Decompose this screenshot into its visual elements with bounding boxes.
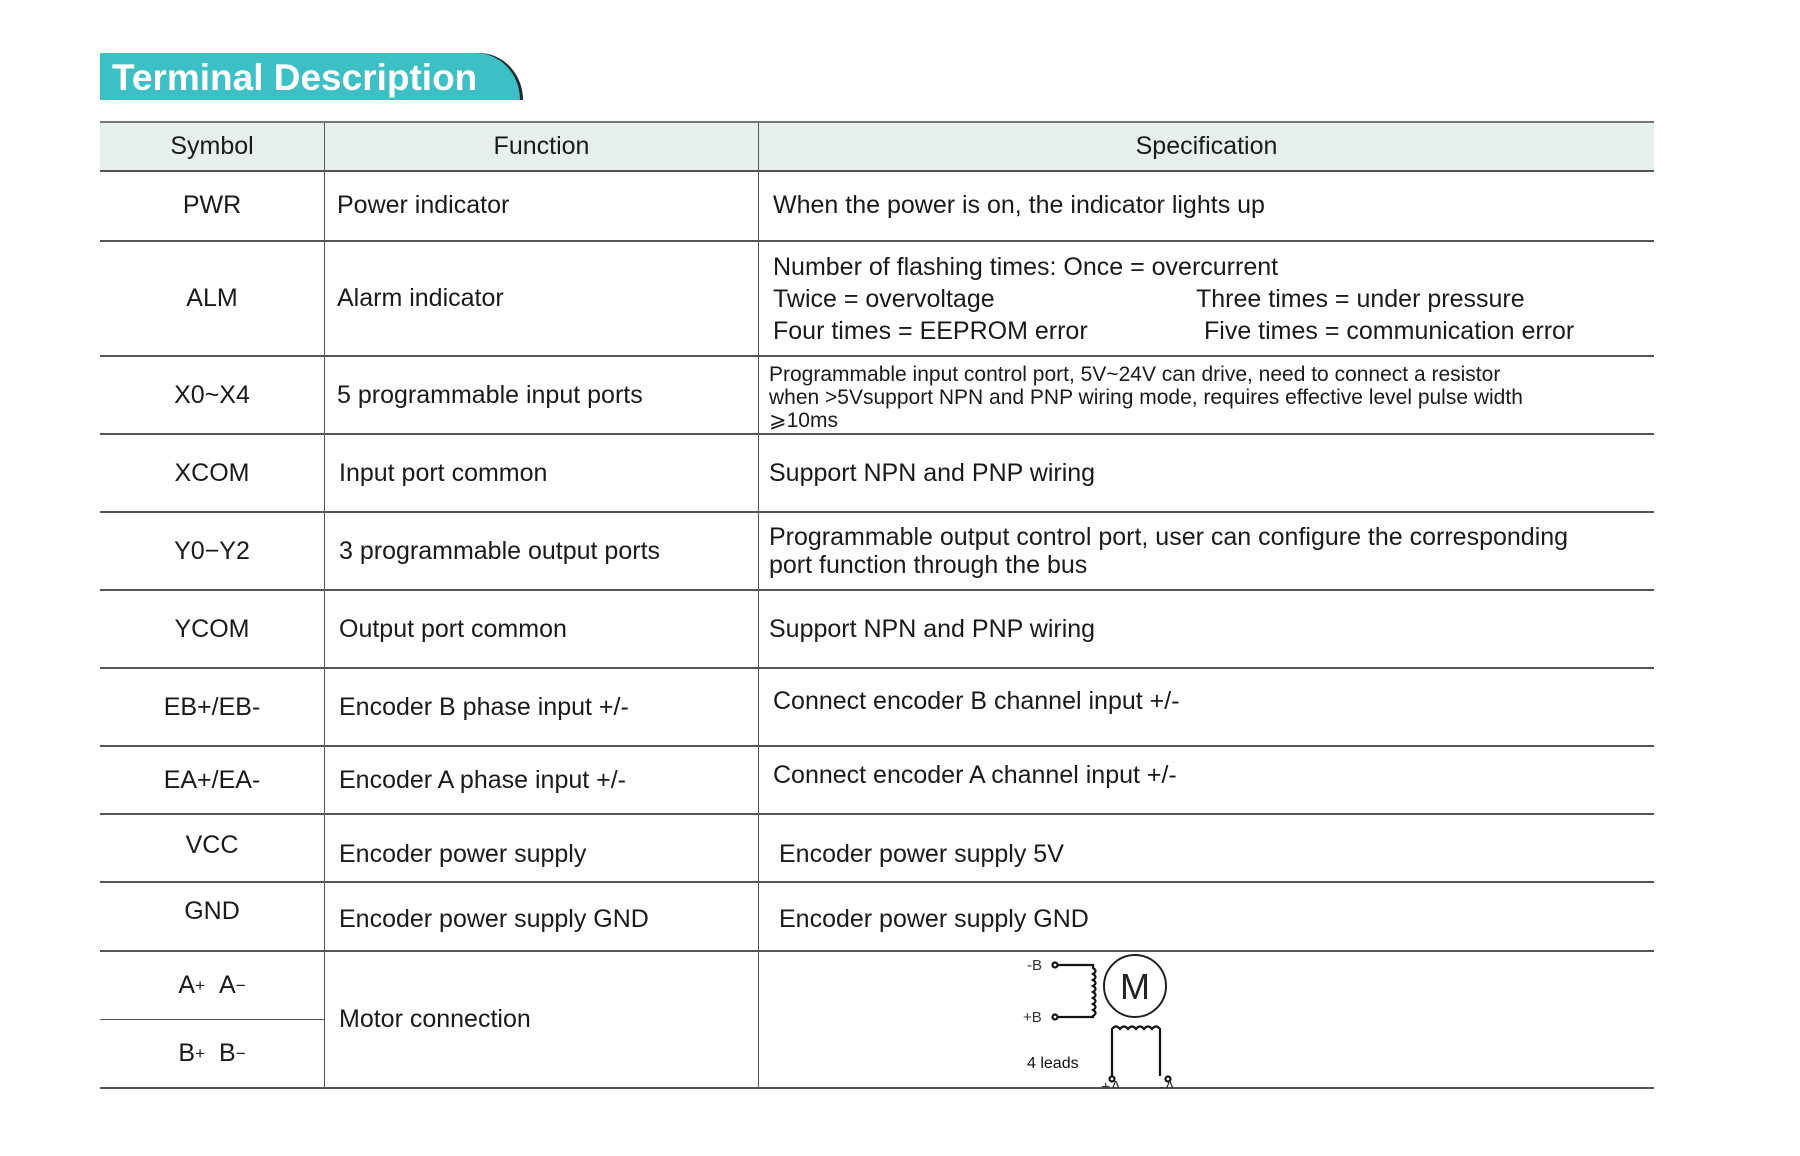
table-row: Y0−Y2 3 programmable output ports Progra… [100, 513, 1654, 591]
table-row: XCOM Input port common Support NPN and P… [100, 435, 1654, 513]
coil-a-icon [1108, 1025, 1172, 1083]
spec-line: ⩾10ms [769, 408, 838, 432]
header-function: Function [324, 123, 758, 170]
neg-b-label: -B [1027, 957, 1042, 974]
motor-icon [1103, 954, 1167, 1018]
symbol-text: B [178, 1039, 196, 1067]
motor-label: M [1120, 966, 1150, 1007]
symbol-sign: − [235, 1043, 246, 1063]
spec-cell: Connect encoder B channel input +/- [758, 669, 1654, 745]
table-row: ALM Alarm indicator Number of flashing t… [100, 242, 1654, 357]
spec-cell: -B +B M 4 leads +A -A [758, 952, 1654, 1088]
symbol-cell: Y0−Y2 [174, 536, 250, 565]
spec-cell: Number of flashing times: Once = overcur… [758, 242, 1654, 355]
table-row: EA+/EA- Encoder A phase input +/- Connec… [100, 747, 1654, 815]
table-row: PWR Power indicator When the power is on… [100, 170, 1654, 242]
table-row: EB+/EB- Encoder B phase input +/- Connec… [100, 669, 1654, 747]
section-title-banner: Terminal Description [100, 53, 520, 100]
spec-cell: Programmable output control port, user c… [758, 513, 1654, 589]
symbol-sign: − [235, 975, 246, 995]
table-row: YCOM Output port common Support NPN and … [100, 591, 1654, 669]
symbol-cell-b: B+B− [100, 1020, 324, 1087]
header-specification: Specification [758, 123, 1654, 170]
function-cell: Power indicator [324, 170, 758, 240]
spec-line: Three times = under pressure [1196, 284, 1525, 313]
spec-line: Number of flashing times: Once = overcur… [773, 252, 1279, 281]
table-row: VCC Encoder power supply Encoder power s… [100, 815, 1654, 883]
symbol-cell-a: A+A− [100, 952, 324, 1020]
symbol-cell: EB+/EB- [163, 692, 261, 721]
symbol-cell: ALM [186, 284, 238, 312]
spec-line: port function through the bus [769, 551, 1088, 579]
spec-cell: Support NPN and PNP wiring [758, 591, 1654, 667]
spec-line: Five times = communication error [1204, 316, 1575, 345]
symbol-text: A [178, 971, 196, 999]
function-cell: Encoder power supply GND [324, 883, 758, 950]
symbol-cell: YCOM [174, 614, 250, 643]
spec-cell: Connect encoder A channel input +/- [758, 747, 1654, 813]
spec-line: Twice = overvoltage [773, 284, 995, 313]
function-cell: 3 programmable output ports [324, 513, 758, 589]
spec-cell: When the power is on, the indicator ligh… [758, 170, 1654, 240]
symbol-cell: XCOM [174, 458, 250, 487]
spec-cell: Encoder power supply 5V [758, 815, 1654, 881]
header-symbol: Symbol [170, 132, 254, 160]
function-cell: Input port common [324, 435, 758, 511]
function-cell: 5 programmable input ports [324, 357, 758, 433]
table-row: GND Encoder power supply GND Encoder pow… [100, 883, 1654, 952]
neg-a-label: -A [1159, 1079, 1175, 1088]
symbol-cell: GND [184, 897, 240, 925]
spec-line: Programmable input control port, 5V~24V … [769, 362, 1501, 386]
symbol-sign: + [195, 1043, 205, 1063]
pos-a-label: +A [1101, 1079, 1121, 1088]
coil-b-icon [1051, 961, 1097, 1021]
symbol-cell: VCC [185, 831, 239, 859]
function-cell: Encoder A phase input +/- [324, 747, 758, 813]
leads-label: 4 leads [1027, 1055, 1079, 1072]
spec-cell: Support NPN and PNP wiring [758, 435, 1654, 511]
function-cell: Alarm indicator [324, 242, 758, 355]
symbol-sign: + [195, 975, 205, 995]
table-row: X0~X4 5 programmable input ports Program… [100, 357, 1654, 435]
symbol-text: A [219, 971, 236, 999]
spec-line: Four times = EEPROM error [773, 316, 1088, 345]
function-cell: Output port common [324, 591, 758, 667]
function-cell: Encoder power supply [324, 815, 758, 881]
symbol-cell: X0~X4 [174, 380, 250, 409]
spec-line: Programmable output control port, user c… [769, 523, 1569, 551]
motor-wiring-diagram: -B +B M 4 leads +A -A [1023, 954, 1175, 1088]
spec-cell: Programmable input control port, 5V~24V … [758, 357, 1654, 433]
symbol-cell: PWR [182, 190, 242, 219]
symbol-text: B [219, 1039, 236, 1067]
spec-cell: Encoder power supply GND [758, 883, 1654, 950]
function-cell: Encoder B phase input +/- [324, 669, 758, 745]
section-title: Terminal Description [112, 57, 478, 98]
spec-line: when >5Vsupport NPN and PNP wiring mode,… [769, 385, 1523, 409]
symbol-cell: EA+/EA- [163, 765, 261, 794]
table-header: Symbol Function Specification [100, 121, 1654, 172]
function-cell: Motor connection [324, 952, 758, 1087]
table-row: A+A− B+B− Motor connection -B +B M 4 lea… [100, 952, 1654, 1089]
pos-b-label: +B [1023, 1009, 1042, 1026]
